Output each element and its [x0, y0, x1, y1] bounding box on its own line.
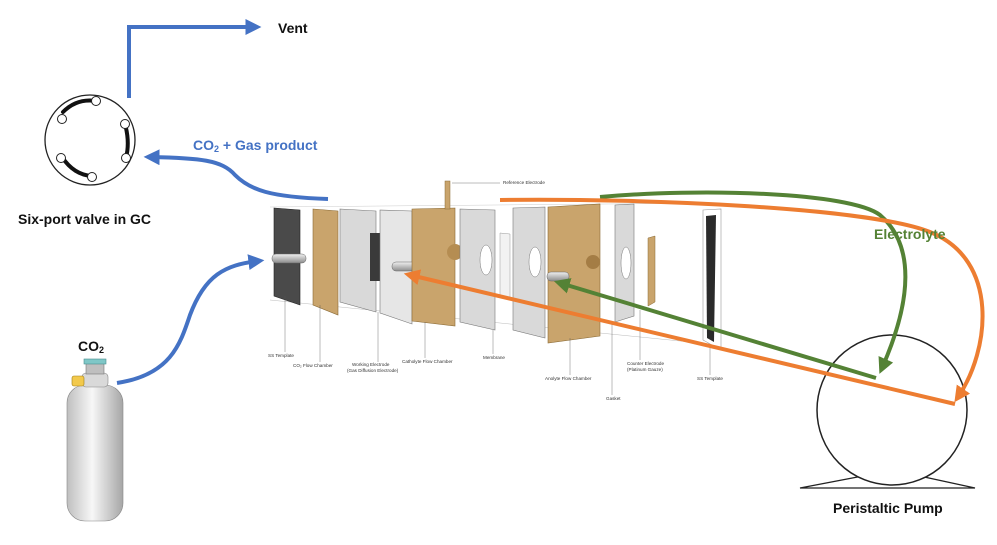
vent-label: Vent: [278, 20, 308, 36]
membrane-label: Membrane: [483, 355, 505, 360]
six-port-valve-label: Six-port valve in GC: [18, 211, 152, 227]
counter-electrode-label: Counter Electrode: [627, 361, 665, 366]
catholyte-flow-chamber-label: Catholyte Flow Chamber: [402, 359, 453, 364]
vent-line: [127, 19, 262, 98]
reference-electrode-label: Reference Electrode: [503, 180, 545, 185]
working-electrode-sub-label: (Gas Diffusion Electrode): [347, 368, 399, 373]
ss-template-left-label: SS Template: [268, 353, 294, 358]
co2-feed-line: [116, 254, 265, 385]
co2-flow-chamber-label: CO₂ Flow Chamber: [293, 363, 333, 368]
electrolyte-label: Electrolyte: [874, 226, 946, 242]
electrolyte-return-line: [599, 190, 908, 374]
counter-electrode-sub-label: (Platinum Gauze): [627, 367, 663, 372]
catholyte-return-line: [499, 197, 985, 403]
gas-product-line: [143, 149, 329, 201]
co2-label: CO2: [78, 338, 105, 355]
ss-template-right-label: SS Template: [697, 376, 723, 381]
flow-cell-stack: [269, 180, 722, 395]
anolyte-flow-chamber-label: Anolyte Flow Chamber: [545, 376, 592, 381]
gasket-label: Gasket: [606, 396, 621, 401]
electrolyte-supply-line: [553, 278, 877, 380]
gas-cylinder-icon: [66, 358, 124, 522]
gas-product-label: CO2 + Gas product: [193, 137, 318, 154]
peristaltic-pump-label: Peristaltic Pump: [833, 500, 943, 516]
working-electrode-label: Working Electrode: [352, 362, 390, 367]
catholyte-supply-line: [403, 269, 956, 406]
six-port-valve-icon: [44, 94, 136, 186]
